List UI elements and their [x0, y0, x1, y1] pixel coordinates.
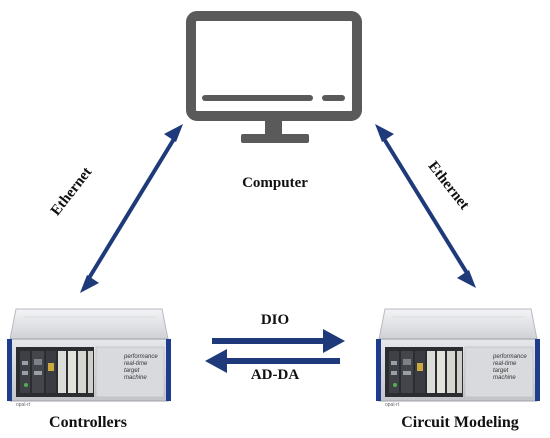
circuit-modeling-machine-icon: [375, 308, 541, 409]
controllers-machine-icon: [6, 308, 172, 409]
dio-label: DIO: [260, 312, 290, 328]
ad-da-label: AD-DA: [250, 367, 300, 383]
circuit-modeling-label: Circuit Modeling: [401, 414, 519, 431]
dio-arrow: [212, 329, 345, 353]
ethernet-right-arrow: [375, 124, 476, 288]
controllers-label: Controllers: [49, 414, 127, 431]
computer-label: Computer: [242, 175, 308, 191]
ethernet-left-arrow: [80, 124, 183, 293]
monitor-icon: [186, 11, 362, 143]
ad-da-arrow: [205, 349, 340, 373]
